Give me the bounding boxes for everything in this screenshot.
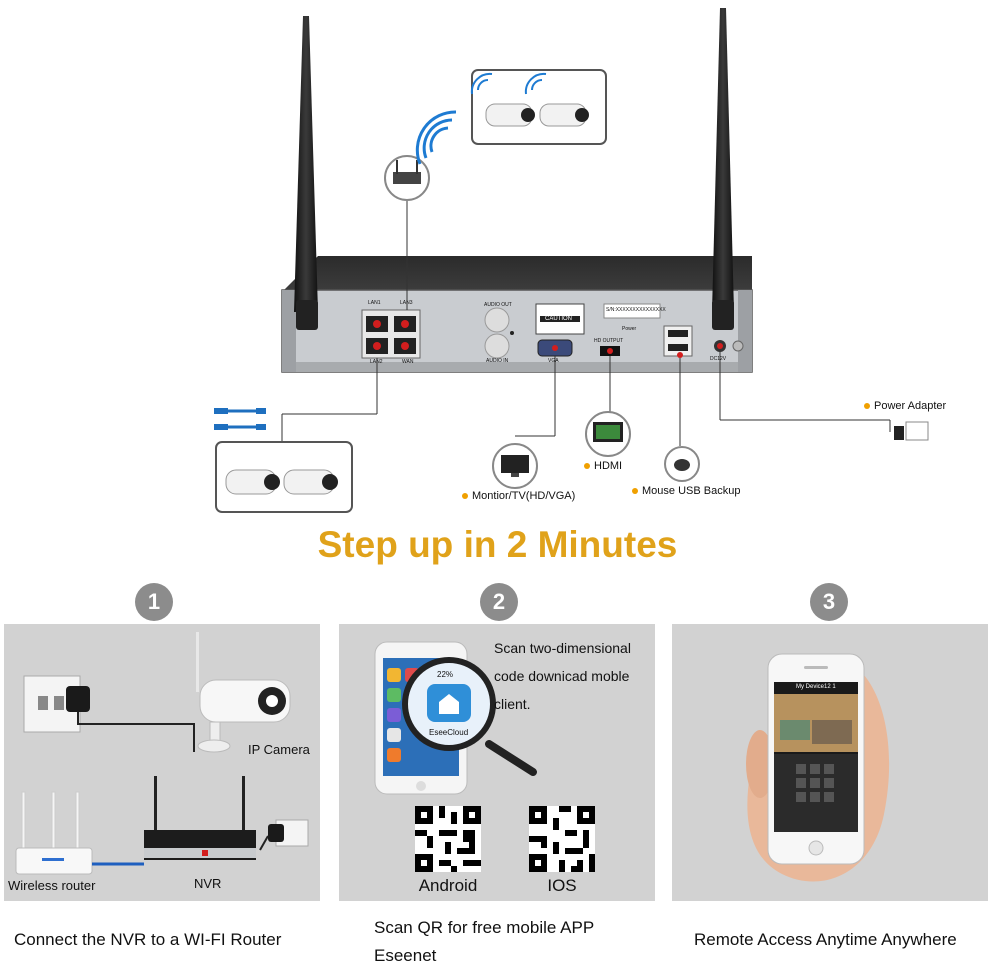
scan-instruction: Scan two-dimensional code downicad moble… xyxy=(494,640,631,712)
callout-dot-icon xyxy=(462,493,468,500)
antenna-right xyxy=(712,8,734,312)
qr-code-icon xyxy=(529,806,595,872)
power-adapter-callout-label: Power Adapter xyxy=(864,400,946,412)
dc12v-label: DC12V xyxy=(710,356,727,362)
callout-dot-icon xyxy=(632,488,638,495)
app-name-label: EseeCloud xyxy=(429,728,469,737)
step-3-panel: My Device12 1 xyxy=(672,624,988,901)
nvr-label: NVR xyxy=(194,876,222,891)
ip-camera-label: IP Camera xyxy=(248,742,310,757)
power-label: Power xyxy=(622,326,637,332)
step-1-badge: 1 xyxy=(135,583,173,621)
headline: Step up in 2 Minutes xyxy=(317,524,678,565)
lan2-label: LAN2 xyxy=(370,359,383,365)
step-2-panel: 22% EseeCloud Android IOS xyxy=(339,624,655,901)
caution-label: CAUTION xyxy=(545,316,572,322)
audio-in-label: AUDIO IN xyxy=(486,358,509,364)
step-2-badge: 2 xyxy=(480,583,518,621)
step-3-illustration xyxy=(746,653,890,882)
step-2-illustration xyxy=(374,641,537,795)
phone-app-title: My Device12 1 xyxy=(796,684,836,690)
lan3-label: LAN3 xyxy=(400,300,413,306)
step-1-illustration xyxy=(15,632,309,875)
wifi-signal xyxy=(415,110,457,165)
step-3-badge: 3 xyxy=(810,583,848,621)
ios-label: IOS xyxy=(547,876,577,895)
callout-dot-icon xyxy=(864,403,870,410)
hd-output-label: HD OUTPUT xyxy=(594,338,624,344)
power-adapter xyxy=(894,426,904,440)
android-label: Android xyxy=(418,876,478,895)
wireless-router-label: Wireless router xyxy=(8,878,96,893)
step-3-caption: Remote Access Anytime Anywhere xyxy=(694,930,957,949)
phone-battery-text: 22% xyxy=(437,670,454,679)
nvr-top-surface xyxy=(282,256,752,292)
lan-ports xyxy=(361,309,421,359)
mouse-callout-label: Mouse USB Backup xyxy=(632,485,740,497)
power-adapter-label: Power Adapter xyxy=(874,400,947,412)
ethernet-cables xyxy=(214,408,266,430)
lan1-label: LAN1 xyxy=(368,300,381,306)
vga-label: VGA xyxy=(548,358,559,364)
ios-qr-code xyxy=(529,806,595,872)
android-qr-code xyxy=(415,806,481,872)
hdmi-label: HDMI xyxy=(594,460,623,472)
audio-out-label: AUDIO OUT xyxy=(484,302,512,308)
step-2-caption-line2: Eseenet xyxy=(374,946,437,965)
serial-label: S/N:XXXXXXXXXXXXXXX xyxy=(606,307,666,313)
nvr-wiring-diagram xyxy=(214,8,929,513)
monitor-label: Montior/TV(HD/VGA) xyxy=(472,490,576,502)
wan-label: WAN xyxy=(402,359,414,365)
antenna-left xyxy=(294,16,318,312)
camera-pair-bottom xyxy=(225,469,338,495)
setup-diagram: LAN1 LAN3 LAN2 WAN AUDIO OUT AUDIO IN CA… xyxy=(214,8,946,513)
monitor-callout-label: Montior/TV(HD/VGA) xyxy=(462,490,575,502)
step-2-caption-line1: Scan QR for free mobile APP xyxy=(374,918,595,937)
hdmi-callout-label: HDMI xyxy=(584,460,622,472)
step-1-caption: Connect the NVR to a WI-FI Router xyxy=(14,930,282,949)
callout-dot-icon xyxy=(584,463,590,470)
mouse-label: Mouse USB Backup xyxy=(642,485,741,497)
step-1-panel: IP Camera Wireless router NVR xyxy=(4,624,320,901)
camera-pair-top xyxy=(485,103,589,127)
qr-code-icon xyxy=(415,806,481,872)
